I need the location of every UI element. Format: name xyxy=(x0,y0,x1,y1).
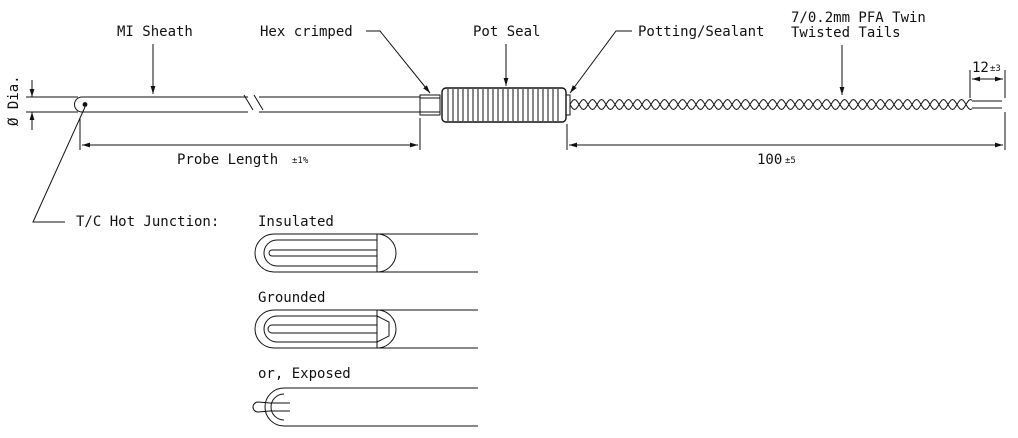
hot-junction-dot xyxy=(82,102,88,107)
junction-insulated-label: Insulated xyxy=(258,214,334,230)
hot-junction-label: T/C Hot Junction: xyxy=(76,214,219,230)
junction-grounded-detail xyxy=(254,309,478,349)
junction-grounded-label: Grounded xyxy=(258,290,325,306)
junction-exposed-label: or, Exposed xyxy=(258,366,351,382)
strip-length-tolerance: ±3 xyxy=(990,64,1001,74)
potting-label: Potting/Sealant xyxy=(638,24,764,40)
probe-length-dimension: Probe Length ±1% xyxy=(79,118,421,168)
pot-seal xyxy=(441,87,571,123)
junction-insulated-detail xyxy=(254,233,478,273)
hex-crimped-leader xyxy=(366,30,431,94)
tail-length-label: 100 xyxy=(757,152,782,168)
pot-seal-label: Pot Seal xyxy=(473,24,540,40)
tail-length-dimension: 100 ±5 xyxy=(566,112,1006,168)
mi-sheath-label: MI Sheath xyxy=(117,24,193,40)
tails-label-line2: Twisted Tails xyxy=(791,25,901,41)
diameter-label: Ø Dia. xyxy=(6,75,22,126)
hot-junction-leader xyxy=(32,106,86,223)
potting-leader xyxy=(569,30,632,94)
probe-length-label: Probe Length xyxy=(177,152,278,168)
break-symbol xyxy=(243,94,264,111)
strip-length-label: 12 xyxy=(972,60,989,76)
junction-exposed-detail xyxy=(252,387,478,427)
probe-sheath xyxy=(74,94,420,113)
hex-crimped-label: Hex crimped xyxy=(260,24,353,40)
diameter-dimension: Ø Dia. xyxy=(6,75,78,130)
strip-length-dimension: 12 ±3 xyxy=(969,60,1006,98)
probe-length-tolerance: ±1% xyxy=(292,156,309,166)
tail-length-tolerance: ±5 xyxy=(785,156,796,166)
twisted-tails xyxy=(569,98,1002,111)
hex-crimp xyxy=(419,94,441,116)
tails-label-line1: 7/0.2mm PFA Twin xyxy=(791,10,926,26)
